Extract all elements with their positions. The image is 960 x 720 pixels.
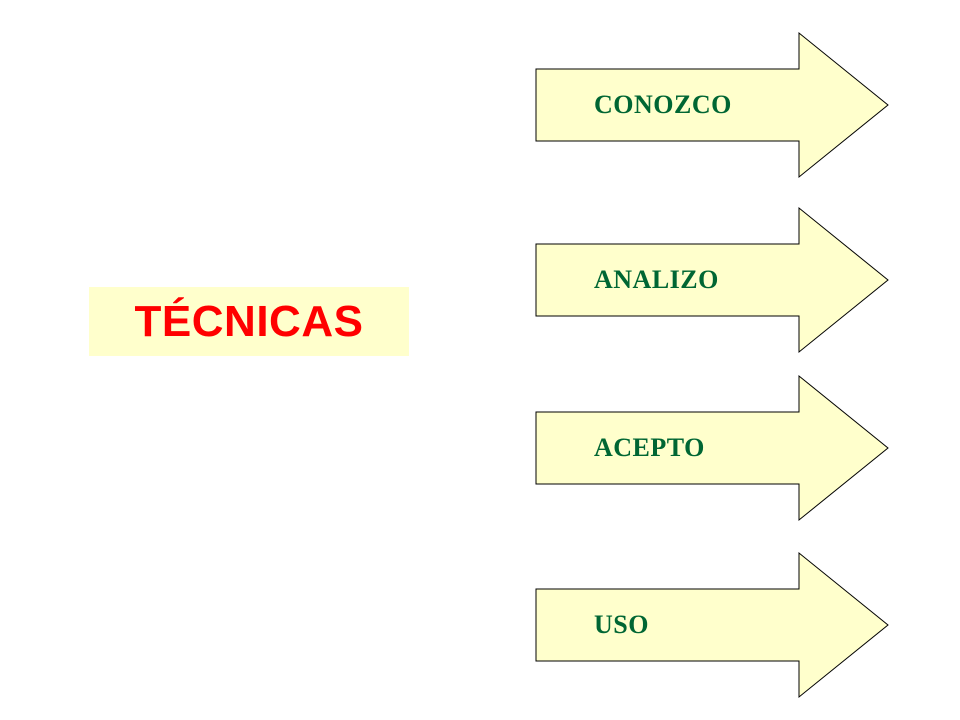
title-label: TÉCNICAS: [134, 296, 364, 346]
arrow-shape-icon: [535, 374, 889, 522]
arrow-label: USO: [594, 610, 649, 639]
arrow-uso: USO: [535, 551, 890, 699]
arrow-label: ANALIZO: [594, 265, 719, 294]
arrow-label: CONOZCO: [594, 90, 732, 119]
arrow-label: ACEPTO: [594, 433, 705, 462]
arrow-acepto: ACEPTO: [535, 374, 890, 522]
arrow-conozco: CONOZCO: [535, 31, 890, 179]
arrow-shape-icon: [535, 551, 889, 699]
arrow-shape-icon: [535, 31, 889, 179]
arrow-shape-icon: [535, 206, 889, 354]
title-box: TÉCNICAS: [89, 287, 409, 356]
arrow-analizo: ANALIZO: [535, 206, 890, 354]
